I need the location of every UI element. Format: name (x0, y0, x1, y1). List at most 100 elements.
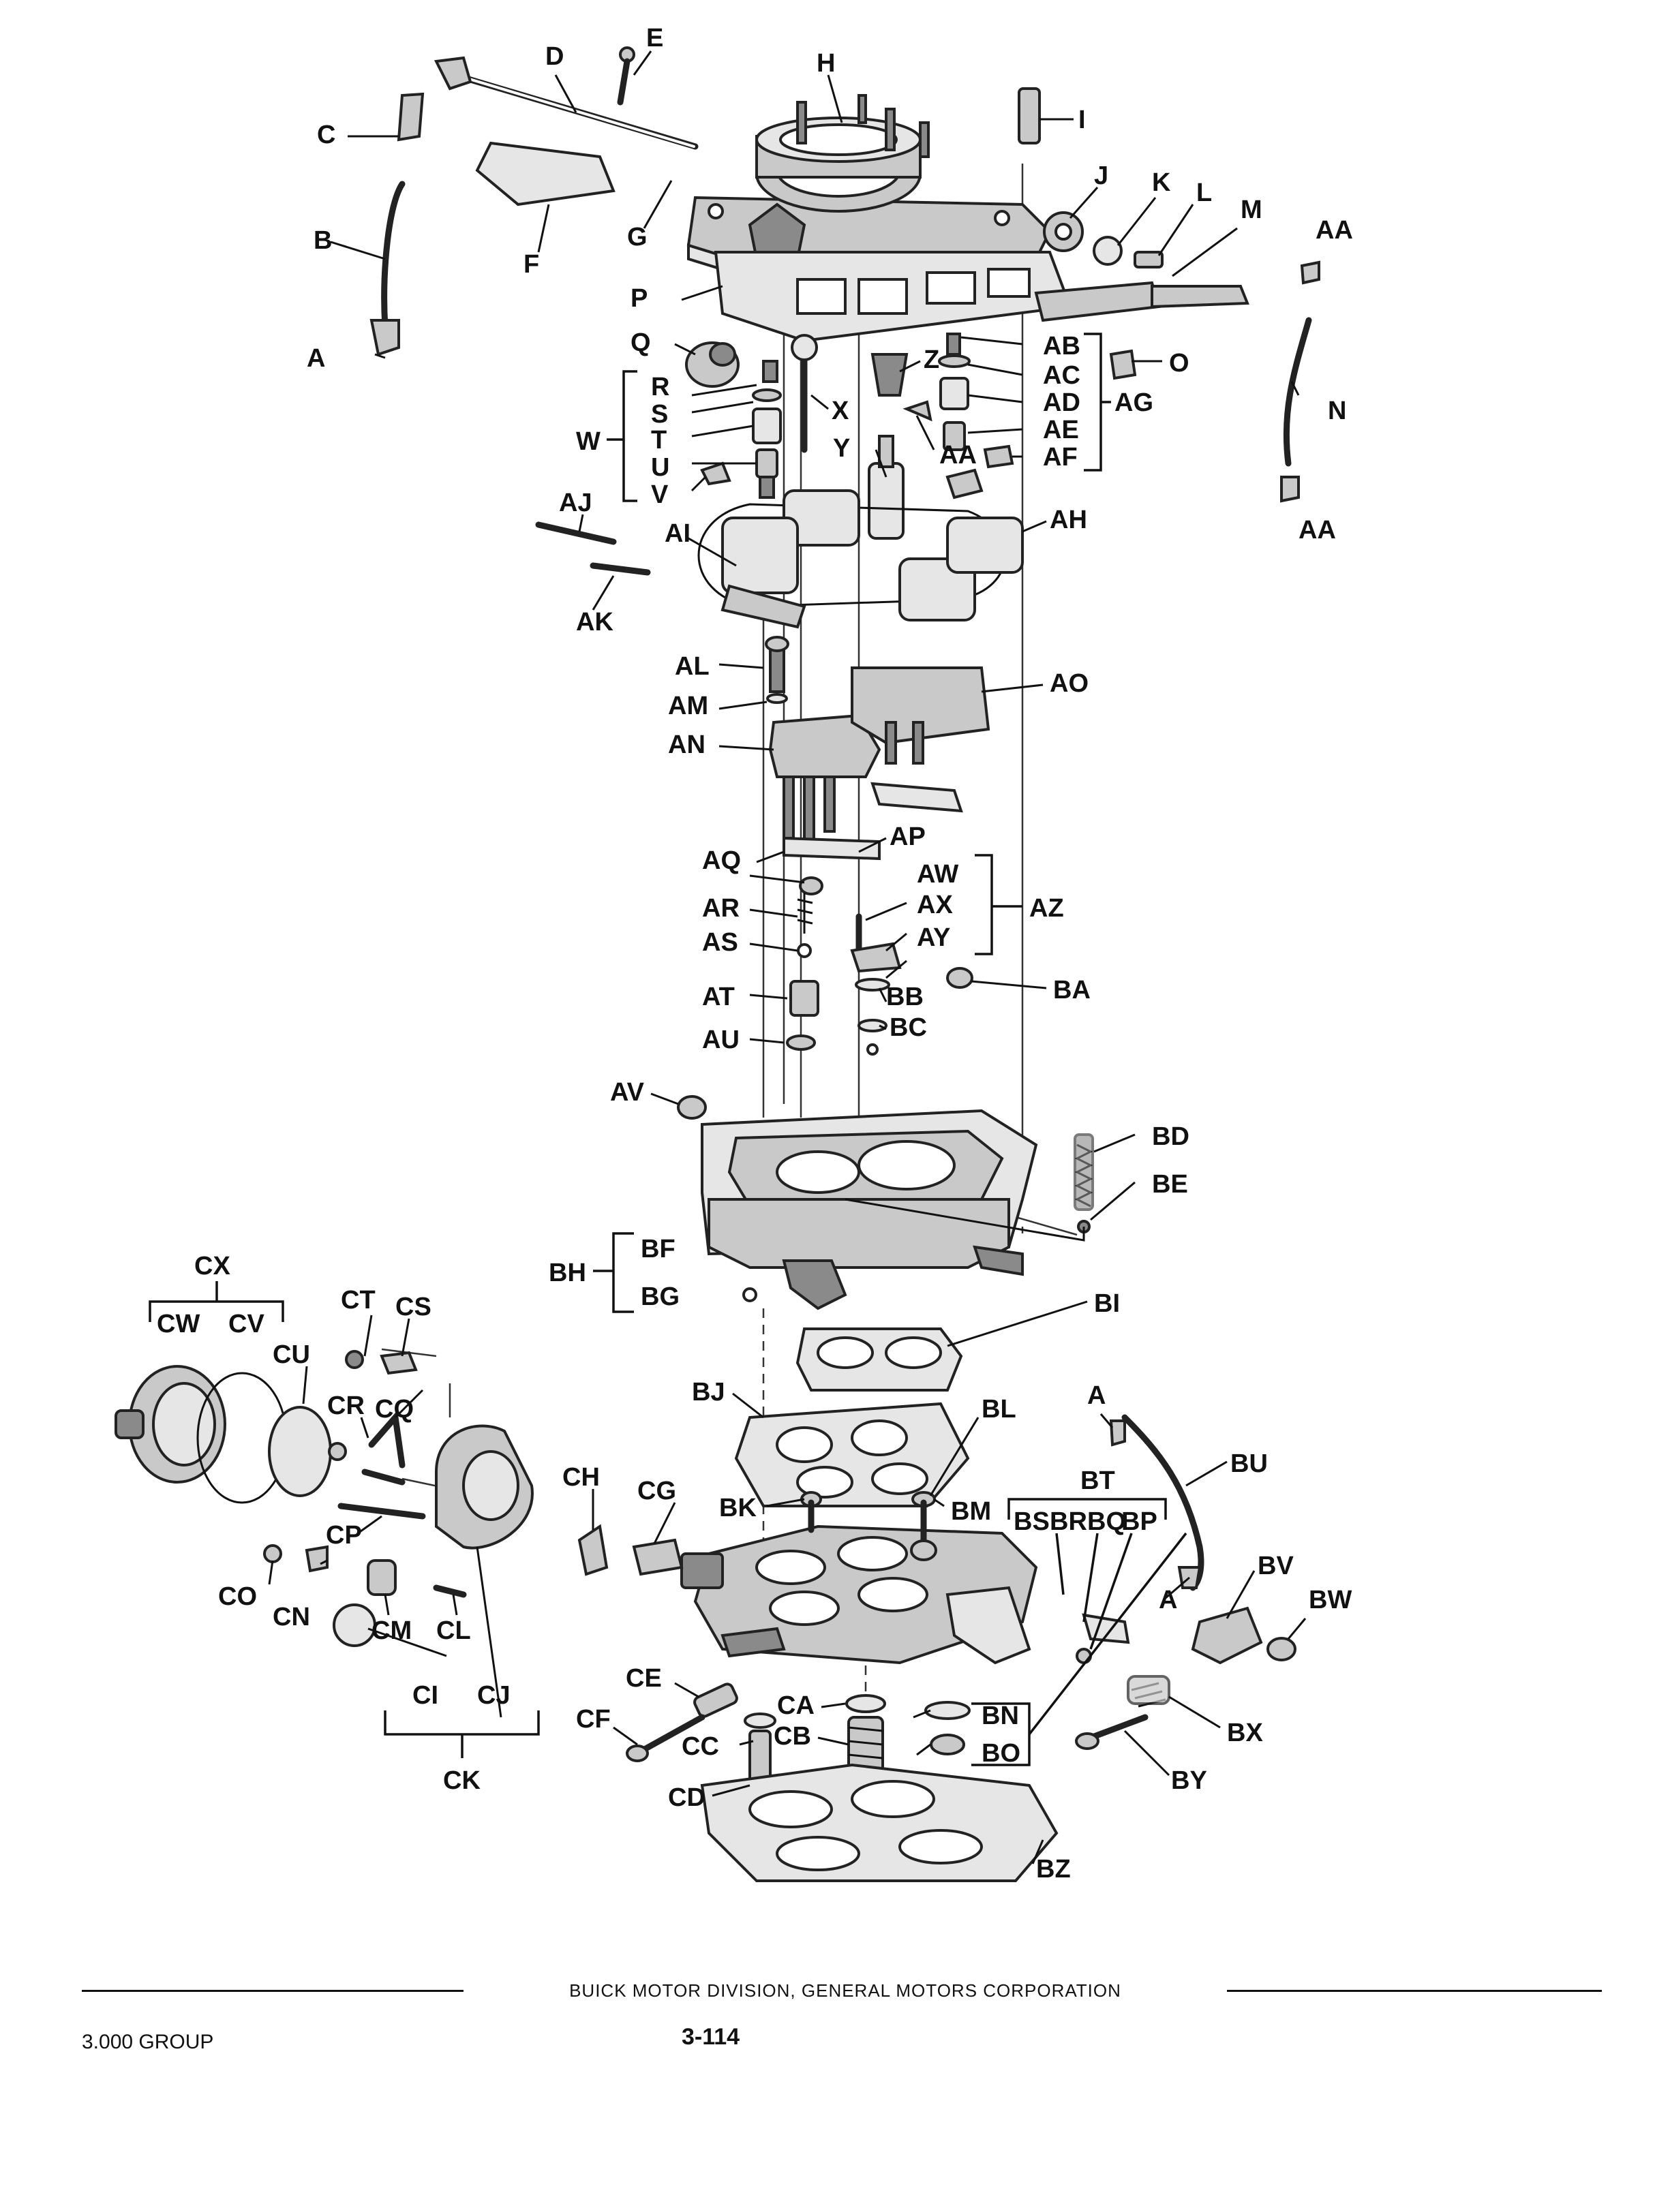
footer-rule-left (82, 1990, 464, 1992)
throttle-body-screws (800, 1491, 937, 1561)
callout-J: J (1094, 162, 1108, 190)
callout-X: X (832, 397, 849, 425)
callout-CI: CI (412, 1681, 438, 1710)
callout-AS: AS (702, 928, 738, 957)
callout-CM: CM (371, 1616, 412, 1645)
callout-CA: CA (777, 1691, 815, 1720)
callout-CT: CT (341, 1286, 376, 1315)
callout-A-lower-mid: A (1159, 1586, 1177, 1614)
callout-V: V (651, 480, 669, 509)
callout-CR: CR (327, 1392, 365, 1420)
footer-rule-right (1227, 1990, 1602, 1992)
throttle-body-gasket (734, 1402, 970, 1507)
callout-CE: CE (626, 1664, 662, 1693)
callout-BT: BT (1080, 1466, 1115, 1495)
callout-BO: BO (982, 1739, 1020, 1768)
callout-BB: BB (886, 983, 924, 1011)
callout-AE: AE (1043, 416, 1079, 444)
leader-lines (268, 50, 1307, 1864)
choke-thermostat-assembly (115, 1350, 684, 1647)
throttle-body (680, 1524, 1038, 1665)
air-horn-small-parts (685, 333, 1014, 540)
callout-E: E (646, 24, 663, 52)
insulator-block (795, 1327, 963, 1392)
callout-CO: CO (218, 1582, 257, 1611)
page-number: 3-114 (682, 2024, 740, 2050)
callout-BR: BR (1050, 1507, 1087, 1536)
callout-AL: AL (675, 652, 710, 681)
callout-B: B (314, 226, 332, 255)
callout-AT: AT (702, 983, 735, 1011)
callout-AD: AD (1043, 388, 1080, 417)
callout-P: P (631, 284, 648, 313)
callout-K: K (1152, 168, 1171, 197)
choke-linkage-right (1018, 87, 1320, 503)
pump-spring (845, 1133, 1094, 1242)
callout-N: N (1328, 397, 1346, 425)
callout-AO: AO (1050, 669, 1089, 698)
callout-AF: AF (1043, 443, 1078, 472)
callout-D: D (545, 42, 564, 71)
callout-L: L (1196, 179, 1212, 207)
footer-corporation: BUICK MOTOR DIVISION, GENERAL MOTORS COR… (569, 1980, 1121, 2001)
callout-BA: BA (1053, 976, 1091, 1004)
callout-BY: BY (1171, 1766, 1207, 1795)
callout-W: W (576, 427, 601, 456)
callout-AV: AV (610, 1078, 645, 1107)
float-bowl-main-body (701, 1109, 1038, 1310)
callout-BN: BN (982, 1702, 1019, 1730)
callout-BH: BH (549, 1259, 586, 1287)
callout-AH: AH (1050, 506, 1087, 534)
callout-AX: AX (917, 891, 953, 919)
callout-O: O (1169, 349, 1189, 378)
callout-BE: BE (1152, 1170, 1188, 1199)
throttle-lever-washers (924, 1701, 971, 1755)
callout-C: C (317, 121, 335, 149)
callout-BG: BG (641, 1282, 680, 1311)
callout-AW: AW (917, 860, 958, 889)
callout-M: M (1241, 196, 1262, 224)
callout-CL: CL (436, 1616, 471, 1645)
callout-BS: BS (1014, 1507, 1050, 1536)
callout-AA-bottom-right: AA (1299, 516, 1336, 544)
callout-CK: CK (443, 1766, 481, 1795)
callout-AP: AP (890, 823, 926, 851)
callout-CP: CP (326, 1521, 362, 1550)
callout-CX: CX (194, 1252, 230, 1280)
callout-AY: AY (917, 923, 950, 952)
callout-Y: Y (833, 434, 850, 463)
callout-CJ: CJ (477, 1681, 511, 1710)
callout-AR: AR (702, 894, 740, 923)
base-gasket (700, 1763, 1059, 1882)
callout-CB: CB (774, 1722, 811, 1751)
callout-T: T (651, 426, 667, 455)
callout-AM: AM (668, 692, 708, 720)
callout-BK: BK (719, 1494, 757, 1522)
callout-BQ: BQ (1087, 1507, 1126, 1536)
callout-G: G (627, 223, 648, 251)
float-assembly (535, 468, 1024, 629)
idle-adjust-screws (1075, 1675, 1170, 1750)
air-horn-gasket (714, 251, 1072, 343)
callout-labels: A B C D E F G H I J K L M N O P Q R S T … (157, 24, 1353, 1884)
callout-CC: CC (682, 1732, 719, 1761)
callout-BF: BF (641, 1235, 675, 1263)
callout-BC: BC (890, 1013, 927, 1042)
callout-AZ: AZ (1029, 894, 1064, 923)
callout-BI: BI (1094, 1289, 1120, 1318)
callout-A-lower-top: A (1087, 1381, 1106, 1410)
callout-R: R (651, 373, 669, 401)
choke-rod-lower (1076, 1414, 1296, 1665)
callout-BW: BW (1309, 1586, 1352, 1614)
callout-CU: CU (273, 1340, 310, 1369)
callout-CW: CW (157, 1310, 200, 1338)
callout-BM: BM (951, 1497, 991, 1526)
callout-A: A (307, 344, 325, 373)
footer-group: 3.000 GROUP (82, 2031, 214, 2053)
callout-AA-top-right: AA (1316, 216, 1353, 245)
callout-AI: AI (665, 519, 690, 548)
callout-AK: AK (576, 608, 613, 636)
callout-AJ: AJ (559, 489, 592, 517)
callout-U: U (651, 453, 669, 482)
callout-AG: AG (1114, 388, 1153, 417)
